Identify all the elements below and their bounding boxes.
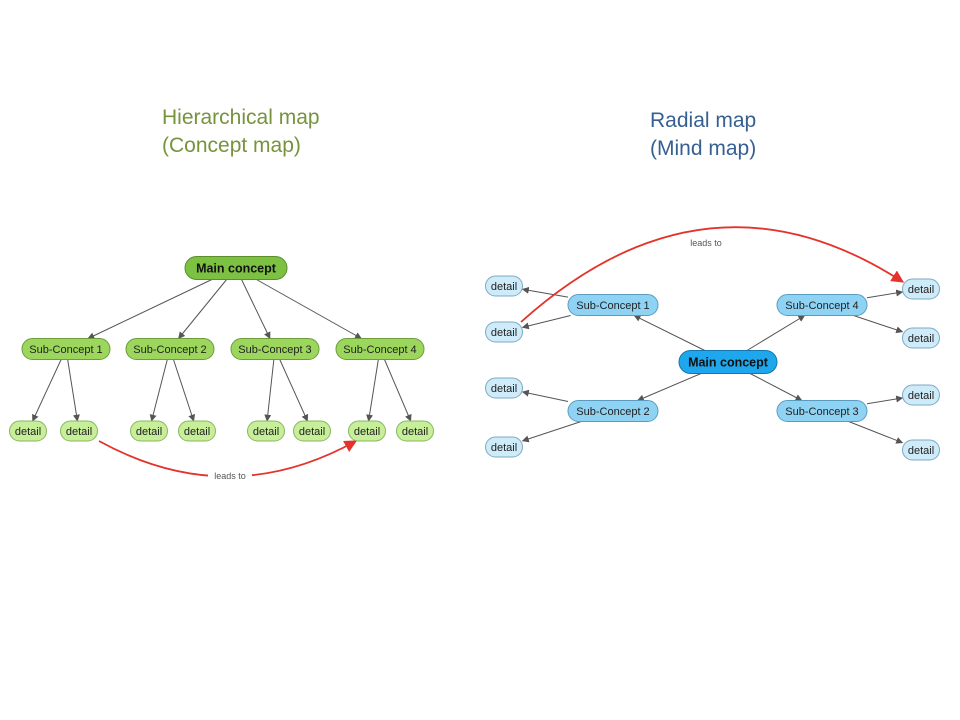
hierarchical-sub-concept-4-node: Sub-Concept 4 (335, 338, 425, 360)
radial-main-to-sub-edge (636, 373, 702, 402)
radial-sub-to-detail-edge (521, 389, 569, 402)
edges (32, 226, 905, 481)
radial-sub-concept-node-label: Sub-Concept 4 (785, 300, 858, 312)
hierarchical-main-concept-node-label: Main concept (196, 262, 277, 276)
radial-detail-node: detail (902, 384, 940, 406)
hierarchical-main-to-sub-edge (256, 279, 362, 339)
radial-detail-node-label: detail (908, 445, 934, 457)
radial-title-line2: (Mind map) (650, 137, 757, 160)
hierarchical-title-line2: (Concept map) (162, 134, 301, 157)
hierarchical-title-line1: Hierarchical map (162, 106, 320, 129)
hierarchical-sub-to-detail-edge (149, 359, 168, 422)
radial-sub-to-detail-edge (866, 289, 904, 299)
hierarchical-leads-to-label: leads to (214, 471, 246, 481)
hierarchical-sub-concept-3-node-label: Sub-Concept 3 (238, 344, 311, 356)
hierarchical-detail-node: detail (178, 420, 216, 442)
hierarchical-detail-node-label: detail (299, 426, 325, 438)
hierarchical-detail-node: detail (9, 420, 47, 442)
hierarchical-main-to-sub-edge (87, 279, 213, 339)
radial-main-to-sub-edge (746, 315, 806, 351)
radial-sub-concept-node-label: Sub-Concept 1 (576, 300, 649, 312)
radial-title-line1: Radial map (650, 109, 757, 132)
hierarchical-detail-node-label: detail (136, 426, 162, 438)
radial-detail-node-label: detail (908, 284, 934, 296)
radial-sub-to-detail-edge (848, 421, 904, 444)
hierarchical-sub-concept-4-node-label: Sub-Concept 4 (343, 344, 416, 356)
radial-detail-node-label: detail (491, 327, 517, 339)
radial-detail-node-label: detail (491, 383, 517, 395)
radial-sub-to-detail-edge (853, 315, 904, 334)
radial-sub-to-detail-edge (866, 395, 904, 405)
hierarchical-sub-concept-2-node: Sub-Concept 2 (125, 338, 215, 360)
hierarchical-sub-to-detail-edge (32, 359, 62, 422)
hierarchical-main-to-sub-edge (241, 279, 271, 340)
radial-detail-node-label: detail (491, 281, 517, 293)
radial-sub-concept-node-label: Sub-Concept 2 (576, 406, 649, 418)
hierarchical-detail-node-label: detail (184, 426, 210, 438)
hierarchical-detail-node-label: detail (15, 426, 41, 438)
hierarchical-sub-to-detail-edge (279, 359, 309, 422)
hierarchical-detail-node-label: detail (354, 426, 380, 438)
hierarchical-detail-node: detail (348, 420, 386, 442)
hierarchical-detail-node: detail (396, 420, 434, 442)
radial-main-to-sub-edge (633, 315, 706, 351)
radial-detail-node: detail (485, 321, 523, 343)
hierarchical-detail-node-label: detail (66, 426, 92, 438)
radial-sub-concept-node: Sub-Concept 1 (567, 294, 659, 316)
radial-sub-concept-node: Sub-Concept 3 (776, 400, 868, 422)
radial-sub-concept-node: Sub-Concept 4 (776, 294, 868, 316)
radial-detail-node: detail (485, 275, 523, 297)
radial-detail-node: detail (902, 278, 940, 300)
hierarchical-main-concept-node: Main concept (184, 256, 288, 280)
hierarchical-sub-to-detail-edge (172, 359, 196, 422)
hierarchical-sub-to-detail-edge (264, 359, 275, 422)
radial-main-concept-node: Main concept (678, 350, 778, 374)
hierarchical-sub-concept-1-node: Sub-Concept 1 (21, 338, 111, 360)
hierarchical-sub-to-detail-edge (384, 359, 412, 422)
hierarchical-detail-node: detail (293, 420, 331, 442)
hierarchical-sub-to-detail-edge (366, 359, 379, 422)
radial-detail-node-label: detail (491, 442, 517, 454)
hierarchical-map-title: Hierarchical map (Concept map) (162, 104, 320, 160)
radial-sub-concept-node: Sub-Concept 2 (567, 400, 659, 422)
radial-detail-node: detail (902, 439, 940, 461)
radial-leads-to-edge (520, 226, 905, 323)
hierarchical-sub-concept-2-node-label: Sub-Concept 2 (133, 344, 206, 356)
radial-map-title: Radial map (Mind map) (650, 107, 756, 163)
hierarchical-sub-concept-3-node: Sub-Concept 3 (230, 338, 320, 360)
hierarchical-detail-node: detail (60, 420, 98, 442)
hierarchical-detail-node: detail (130, 420, 168, 442)
radial-detail-node: detail (485, 436, 523, 458)
radial-detail-node: detail (485, 377, 523, 399)
radial-main-to-sub-edge (749, 373, 803, 401)
hierarchical-sub-to-detail-edge (67, 359, 80, 422)
radial-detail-node-label: detail (908, 333, 934, 345)
radial-sub-to-detail-edge (521, 421, 582, 443)
radial-sub-to-detail-edge (521, 286, 569, 298)
hierarchical-detail-node-label: detail (253, 426, 279, 438)
radial-main-concept-node-label: Main concept (688, 356, 769, 370)
radial-sub-concept-node-label: Sub-Concept 3 (785, 406, 858, 418)
hierarchical-detail-node-label: detail (402, 426, 428, 438)
radial-detail-node-label: detail (908, 390, 934, 402)
hierarchical-main-to-sub-edge (178, 279, 228, 340)
radial-sub-to-detail-edge (521, 315, 571, 330)
hierarchical-sub-concept-1-node-label: Sub-Concept 1 (29, 344, 102, 356)
hierarchical-detail-node: detail (247, 420, 285, 442)
radial-detail-node: detail (902, 327, 940, 349)
radial-leads-to-label: leads to (690, 238, 722, 248)
